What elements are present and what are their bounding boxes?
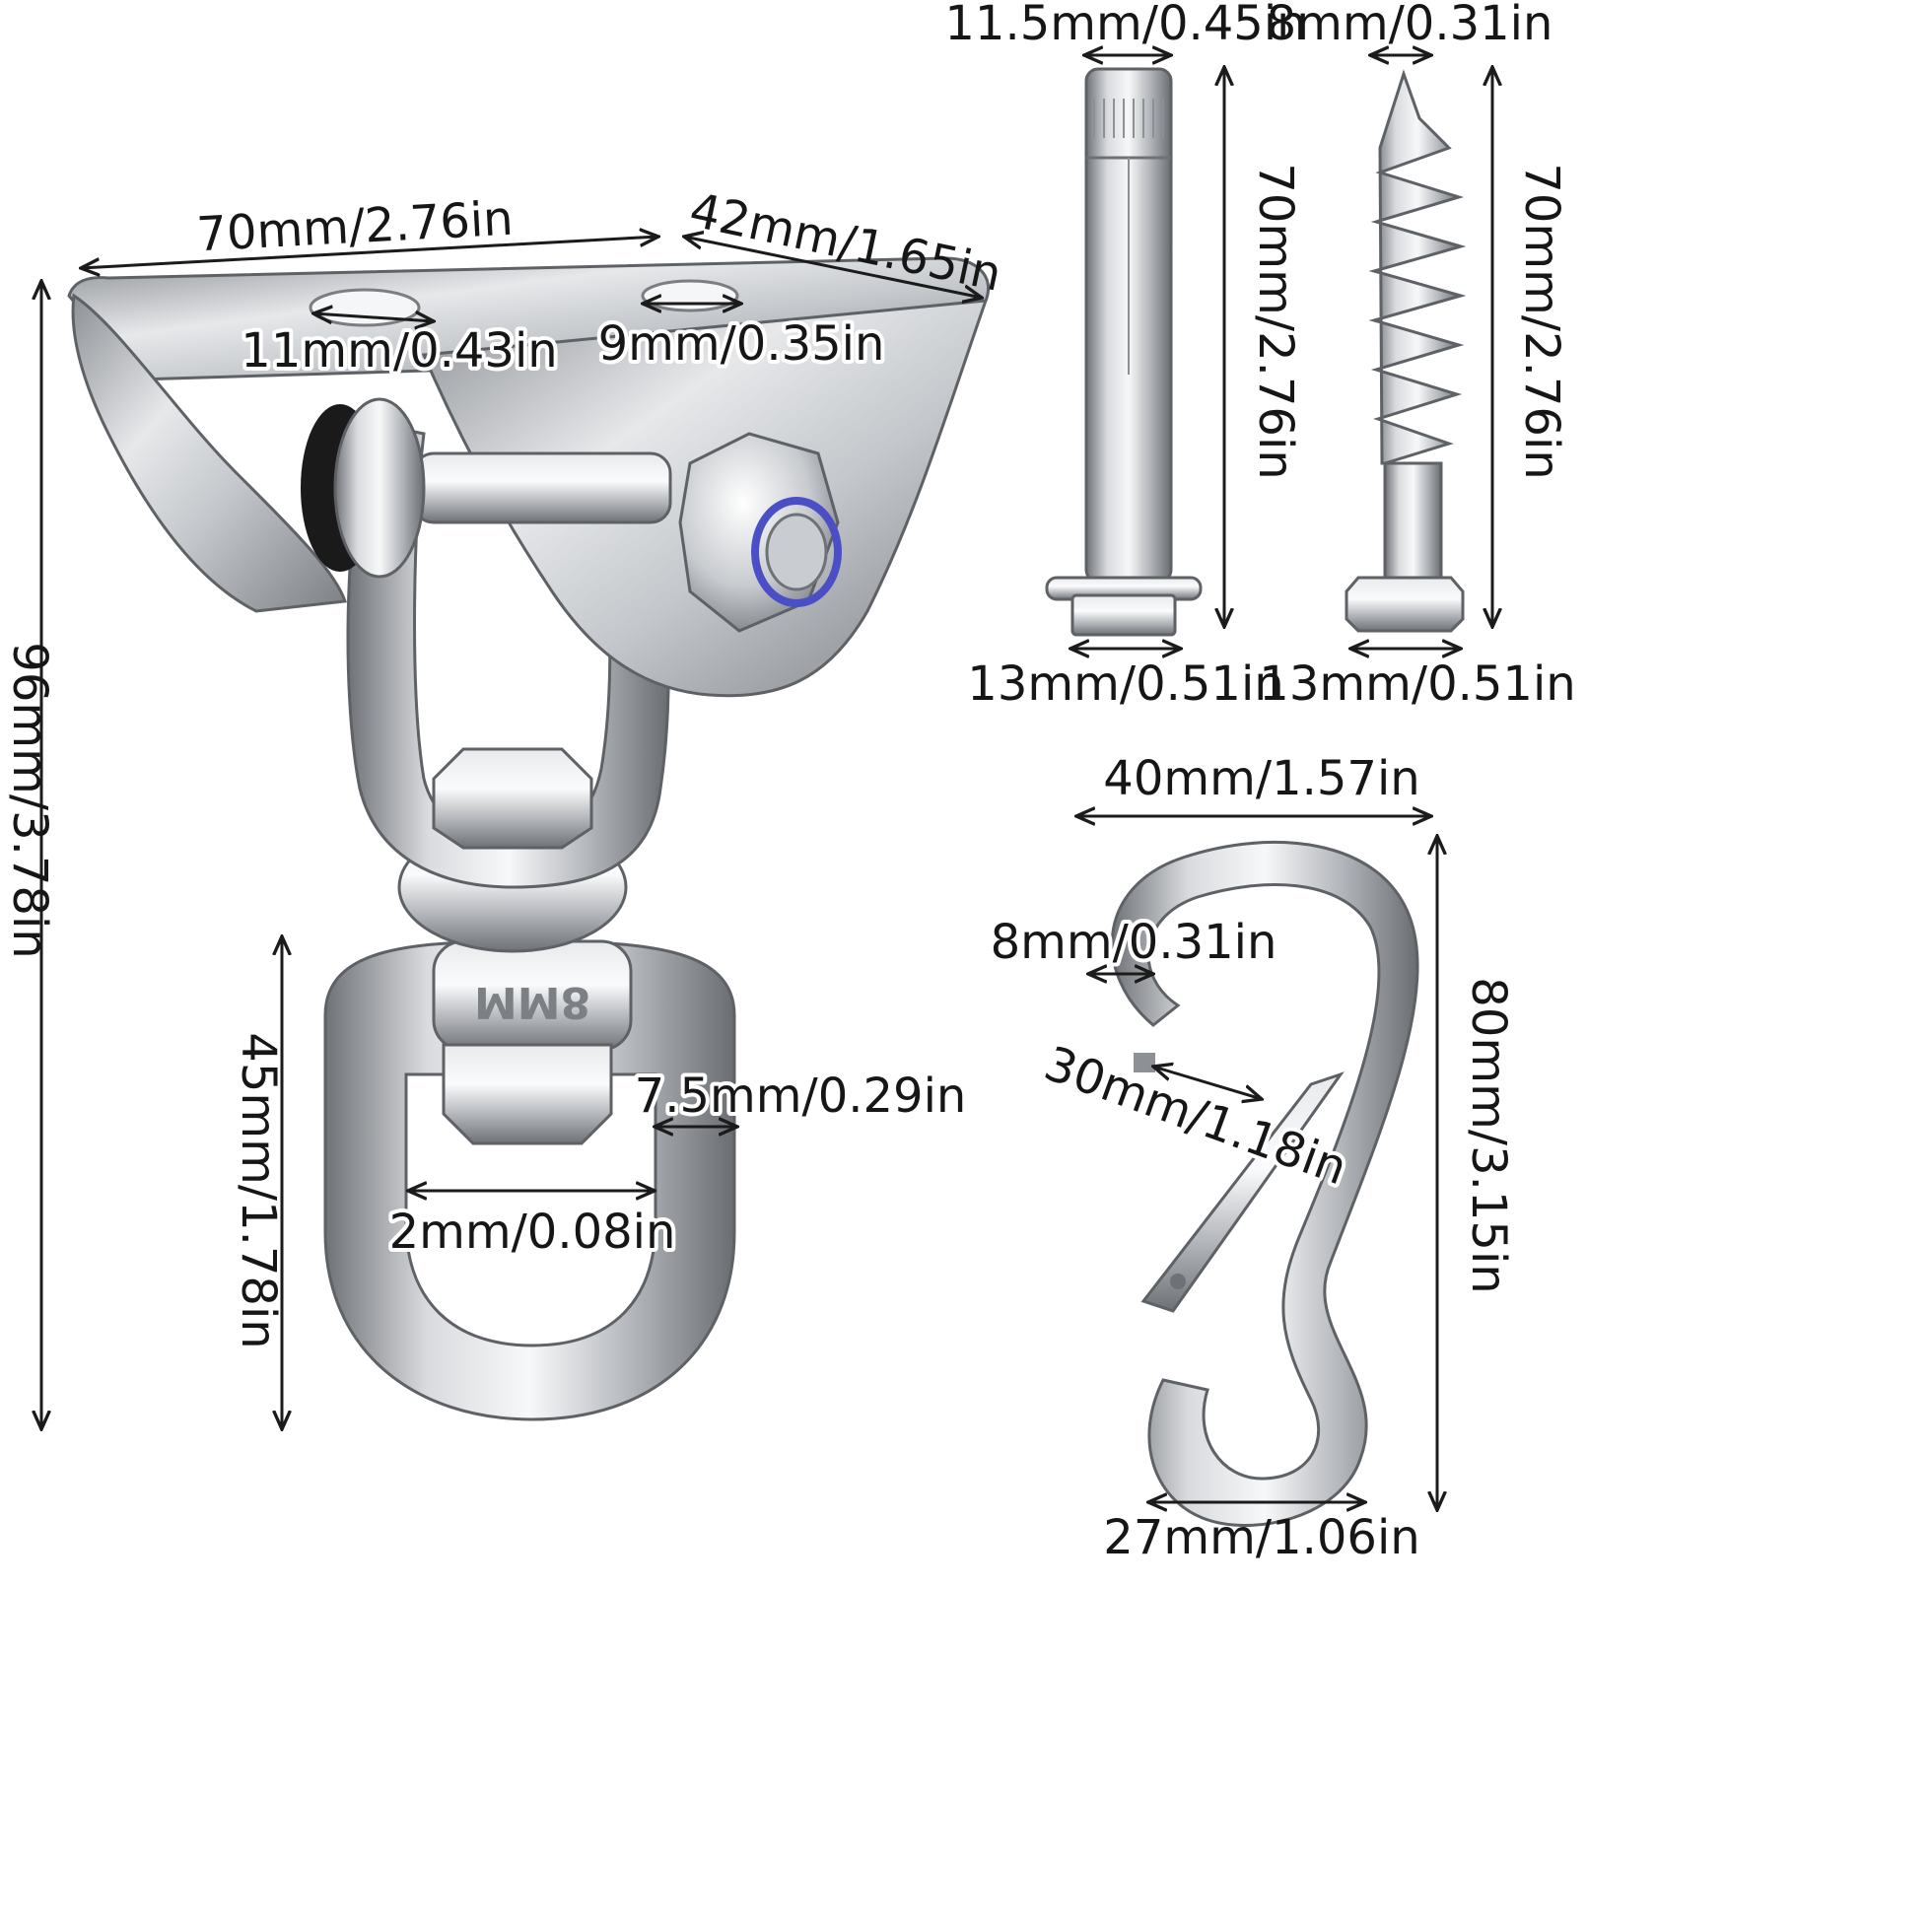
- screw-length-label: 70mm/2.76in: [1514, 163, 1569, 479]
- stamp-text: 8MM: [474, 977, 590, 1027]
- axle-pin: [412, 451, 672, 524]
- mounting-hole-small: [641, 279, 739, 312]
- expansion-anchor: [1045, 67, 1203, 637]
- lower-hex-nut: [442, 1043, 613, 1145]
- hole-large-label: 11mm/0.43in: [241, 323, 557, 379]
- total-height-label: 96mm/3.78in: [2, 642, 57, 958]
- mounting-plate-wing: [71, 293, 348, 613]
- eye-height-label: 45mm/1.78in: [231, 1032, 286, 1348]
- anchor-diameter-label: 11.5mm/0.45in: [944, 0, 1306, 51]
- dimension-lines: [41, 55, 1492, 1510]
- eye-thickness-label: 7.5mm/0.29in: [635, 1069, 967, 1124]
- swing-hanger: 8MM: [67, 256, 991, 1421]
- screw-shank: [1383, 461, 1443, 582]
- screw-head-label: 13mm/0.51in: [1259, 656, 1575, 712]
- hole-small-label: 9mm/0.35in: [598, 316, 885, 372]
- upper-hex-nut: [432, 747, 593, 850]
- hook-wire: [1110, 840, 1419, 1527]
- mount-width-label: 70mm/2.76in: [195, 191, 515, 263]
- hook-bottom-label: 27mm/1.06in: [1103, 1510, 1419, 1565]
- hook-gate: [1140, 1071, 1345, 1313]
- eye-inner-label: 2mm/0.08in: [389, 1205, 676, 1260]
- bolt-end: [765, 513, 828, 591]
- anchor-nut: [1070, 593, 1177, 637]
- swivel-eye-ring: [323, 939, 736, 1421]
- anchor-length-label: 70mm/2.76in: [1248, 163, 1303, 479]
- hook-height-label: 80mm/3.15in: [1461, 977, 1516, 1293]
- gate-pin: [1170, 1274, 1186, 1289]
- snap-hook: [1110, 840, 1419, 1527]
- hook-width-label: 40mm/1.57in: [1103, 751, 1419, 806]
- anchor-head-label: 13mm/0.51in: [967, 656, 1283, 712]
- hook-wire-label: 8mm/0.31in: [991, 915, 1277, 970]
- nylon-ring: [751, 497, 842, 607]
- screw-head: [1345, 576, 1465, 633]
- lag-screw: [1345, 69, 1467, 633]
- dimension-labels: 70mm/2.76in 42mm/1.65in 11mm/0.43in 9mm/…: [2, 0, 1576, 1565]
- screw-diameter-label: 8mm/0.31in: [1267, 0, 1553, 51]
- swivel-collar-top: [333, 397, 426, 579]
